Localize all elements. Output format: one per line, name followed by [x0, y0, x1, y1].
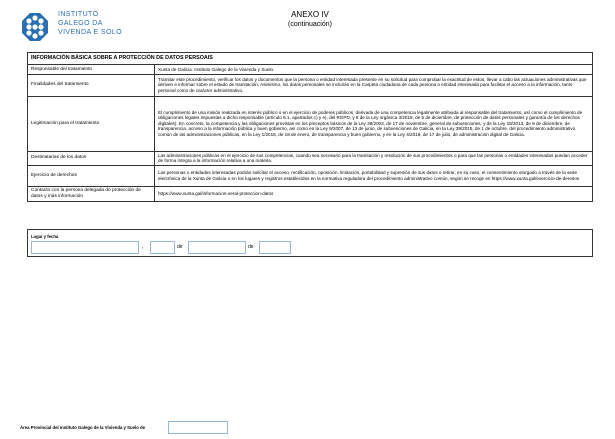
- document-heading: ANEXO IV (continuación): [270, 10, 350, 29]
- row-value: https://www.xunta.gal/informacion-xeral-…: [154, 185, 592, 201]
- year-input[interactable]: [259, 241, 291, 254]
- table-row: Destinatarias de los datos Las administr…: [28, 150, 592, 165]
- logo-line-3: VIVENDA E SOLO: [58, 29, 122, 36]
- row-value: Xunta de Galicia. Instituto Galego de la…: [158, 66, 275, 72]
- institute-logo: INSTITUTO GALEGO DA VIVENDA E SOLO: [18, 9, 122, 47]
- row-value: Las administraciones públicas en el ejer…: [154, 150, 592, 165]
- annex-title: ANEXO IV: [291, 10, 329, 19]
- galicia-shield-icon: [22, 13, 48, 41]
- logo-line-2: GALEGO DA: [58, 20, 103, 27]
- table-row: Finalidades del tratamiento Tramitar est…: [28, 73, 592, 96]
- annex-subtitle: (continuación): [288, 21, 332, 28]
- data-protection-table: INFORMACIÓN BÁSICA SOBRE A PROTECCIÓN DE…: [27, 52, 593, 202]
- row-label: Ejercicio de derechos: [28, 164, 155, 186]
- provincial-office-input[interactable]: [168, 421, 228, 434]
- comma-separator: ,: [142, 244, 144, 250]
- de-label-1: de: [177, 244, 183, 250]
- row-value: Tramitar este procedimiento, verificar l…: [154, 73, 592, 96]
- de-label-2: de: [248, 244, 254, 250]
- place-date-section: Lugar y fecha , de de: [27, 229, 593, 257]
- row-label: Contacto con la persona delegada de prot…: [28, 185, 155, 201]
- row-label: Responsable del tratamiento: [28, 65, 155, 74]
- month-input[interactable]: [188, 241, 246, 254]
- table-row: Contacto con la persona delegada de prot…: [28, 185, 592, 201]
- table-row: Legitimación para el tratamiento El cump…: [28, 95, 592, 151]
- logo-line-1: INSTITUTO: [58, 11, 99, 18]
- place-date-label: Lugar y fecha: [31, 234, 59, 239]
- provincial-office-label: Área Provincial del Instituto Galego de …: [20, 425, 146, 430]
- table-title: INFORMACIÓN BÁSICA SOBRE A PROTECCIÓN DE…: [28, 53, 592, 65]
- row-label: Destinatarias de los datos: [28, 150, 155, 165]
- place-input[interactable]: [31, 241, 139, 254]
- row-label: Legitimación para el tratamiento: [28, 95, 155, 151]
- row-label: Finalidades del tratamiento: [28, 73, 155, 96]
- row-value: El cumplimiento de una misión realizada …: [154, 95, 592, 151]
- table-row: Responsable del tratamiento Xunta de Gal…: [28, 65, 592, 74]
- row-value: Las personas o entidades interesadas pod…: [154, 164, 592, 186]
- logo-text: INSTITUTO GALEGO DA VIVENDA E SOLO: [58, 10, 122, 37]
- day-input[interactable]: [150, 241, 175, 254]
- table-row: Ejercicio de derechos Las personas o ent…: [28, 164, 592, 186]
